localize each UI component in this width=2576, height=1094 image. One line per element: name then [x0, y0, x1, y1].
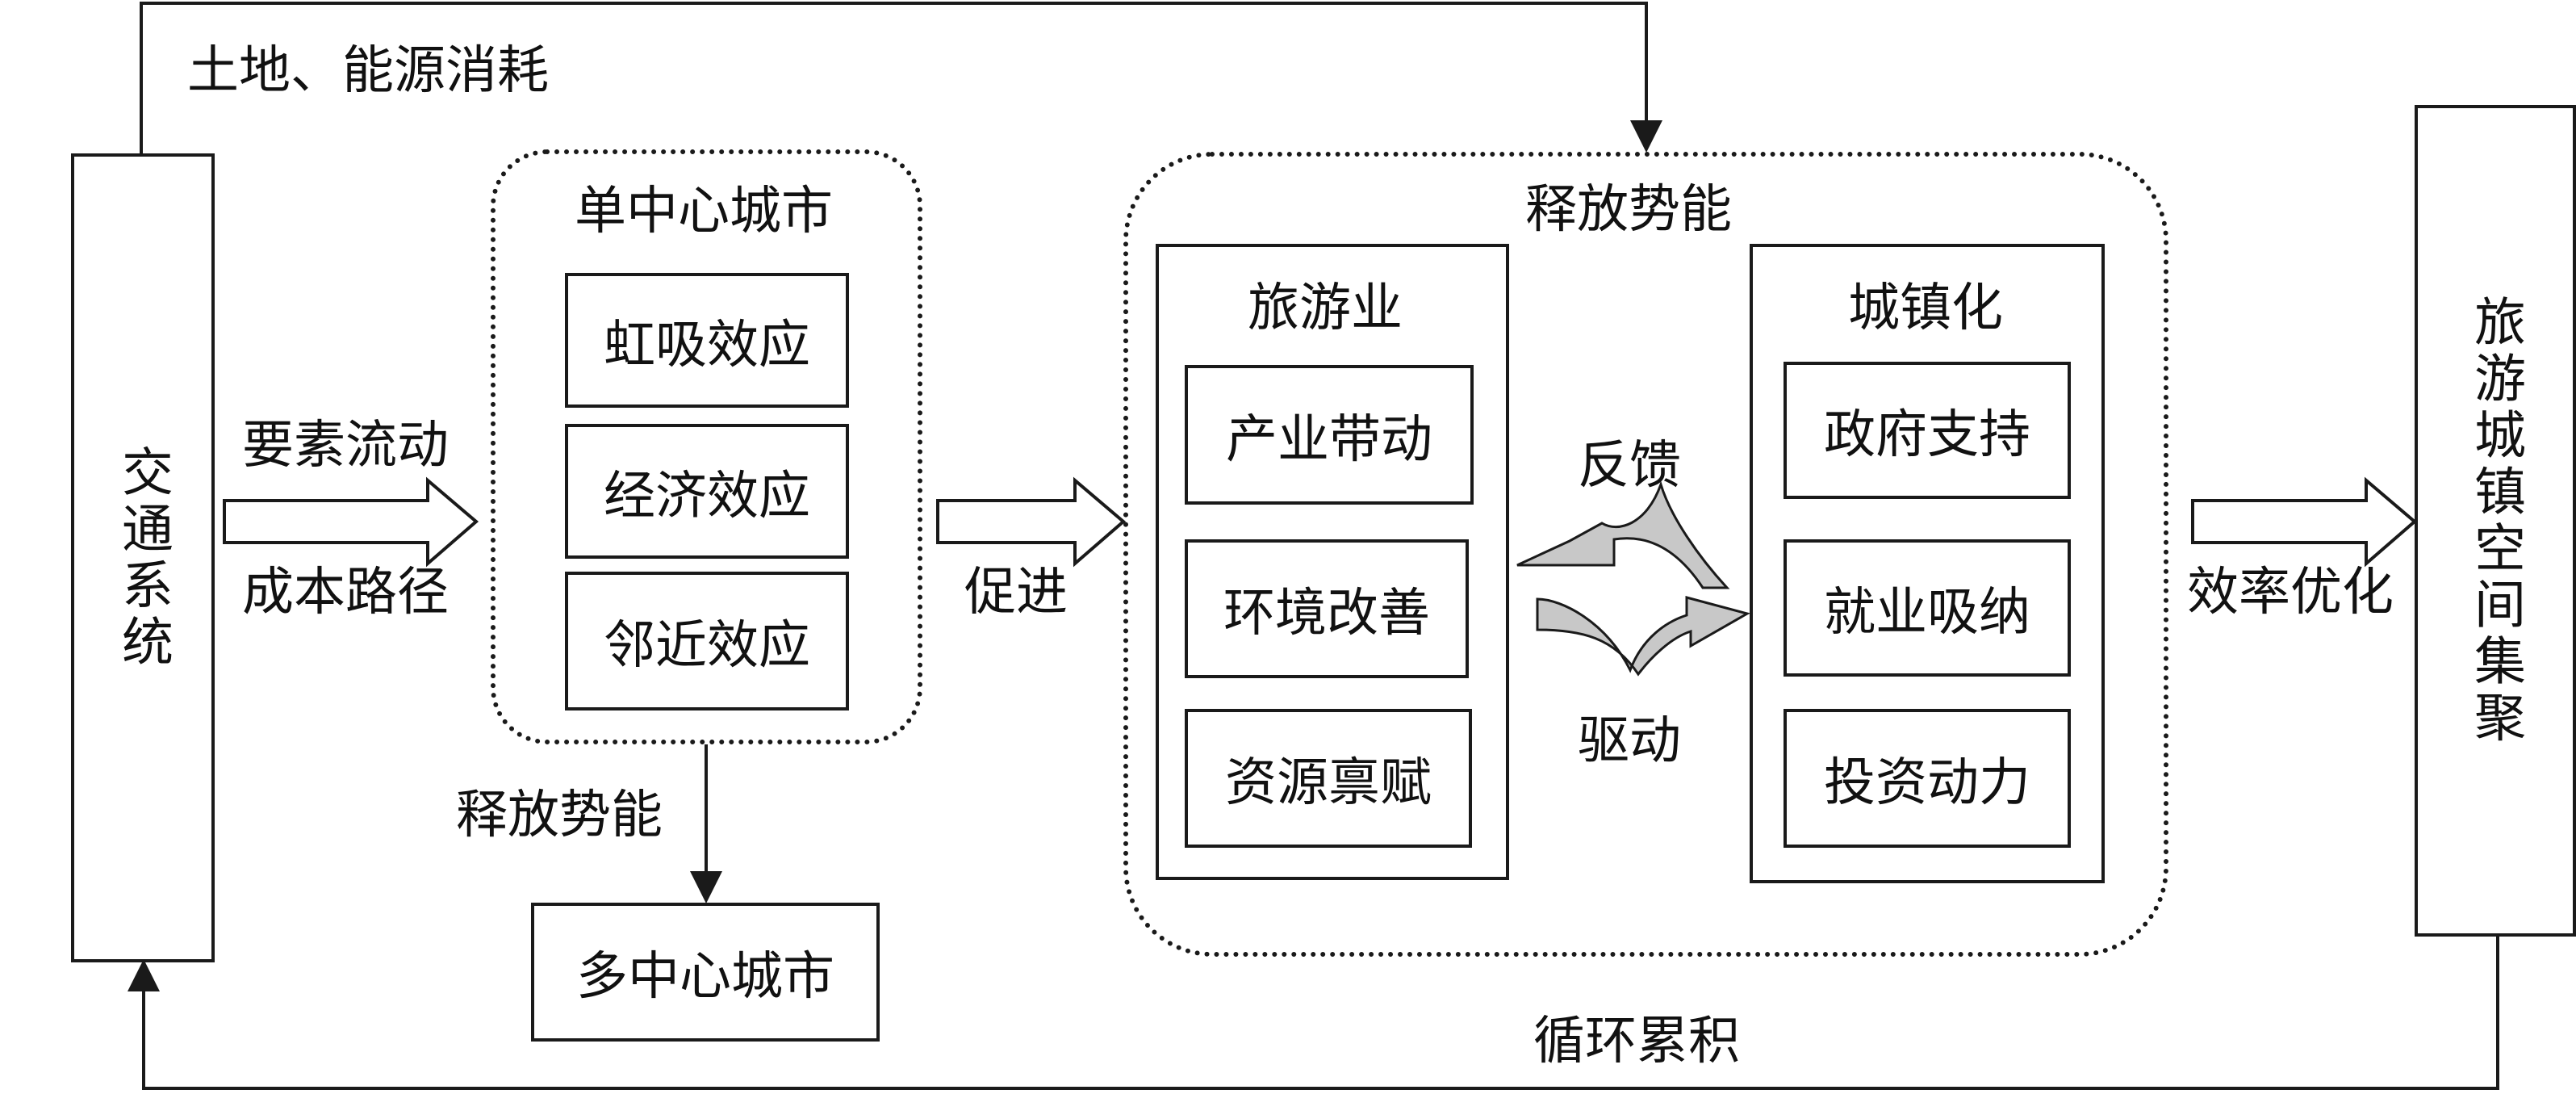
cycle-arrows-icon: [1516, 480, 1750, 677]
proximity-effect-label: 邻近效应: [604, 616, 810, 676]
feedback-label: 反馈: [1578, 436, 1681, 496]
industry-driving-label: 产业带动: [1226, 409, 1432, 470]
tourism-town-agglomeration-label: 旅游城镇空间集聚: [2465, 295, 2525, 747]
siphon-effect-box: 虹吸效应: [565, 273, 849, 408]
bottom-cycle-line: [128, 937, 2499, 1090]
urbanization-title: 城镇化: [1848, 279, 2003, 338]
resource-endowment-box: 资源禀赋: [1185, 709, 1472, 848]
economic-effect-label: 经济效应: [604, 466, 810, 526]
transport-system-box: 交通系统: [71, 153, 215, 962]
industry-driving-box: 产业带动: [1185, 365, 1474, 505]
tourism-title: 旅游业: [1248, 279, 1403, 338]
investment-motivation-box: 投资动力: [1784, 709, 2071, 848]
mono-center-city-title: 单中心城市: [575, 182, 833, 241]
resource-endowment-label: 资源禀赋: [1225, 753, 1432, 813]
top-consumption-label: 土地、能源消耗: [187, 41, 549, 101]
government-support-label: 政府支持: [1824, 405, 2030, 465]
environment-improvement-label: 环境改善: [1223, 584, 1430, 643]
proximity-effect-box: 邻近效应: [565, 572, 849, 710]
investment-motivation-label: 投资动力: [1824, 753, 2030, 813]
block-arrow-promote: [936, 476, 1127, 568]
poly-center-city-label: 多中心城市: [576, 947, 834, 1007]
tourism-town-agglomeration-box: 旅游城镇空间集聚: [2415, 105, 2576, 937]
bottom-cycle-label: 循环累积: [1533, 1012, 1740, 1071]
release-potential-group-title: 释放势能: [1525, 180, 1732, 240]
block-arrow-efficiency: [2191, 476, 2418, 568]
top-consumption-line: [140, 2, 1662, 153]
block-arrow-flow: [223, 476, 479, 568]
employment-absorption-label: 就业吸纳: [1824, 583, 2030, 643]
transport-system-label: 交通系统: [113, 445, 173, 671]
drive-label: 驱动: [1578, 711, 1681, 771]
poly-center-city-box: 多中心城市: [531, 903, 880, 1042]
release-potential-left-label: 释放势能: [456, 786, 663, 845]
mono-center-city-group: [491, 149, 922, 744]
promote-label: 促进: [964, 563, 1068, 622]
employment-absorption-box: 就业吸纳: [1784, 539, 2071, 677]
economic-effect-box: 经济效应: [565, 424, 849, 559]
efficiency-optimization-label: 效率优化: [2187, 563, 2394, 622]
siphon-effect-label: 虹吸效应: [604, 315, 810, 375]
environment-improvement-box: 环境改善: [1185, 539, 1469, 678]
government-support-box: 政府支持: [1784, 362, 2071, 499]
factor-flow-label: 要素流动: [242, 416, 449, 476]
cost-path-label: 成本路径: [242, 563, 449, 622]
release-potential-group: [1123, 152, 2168, 957]
